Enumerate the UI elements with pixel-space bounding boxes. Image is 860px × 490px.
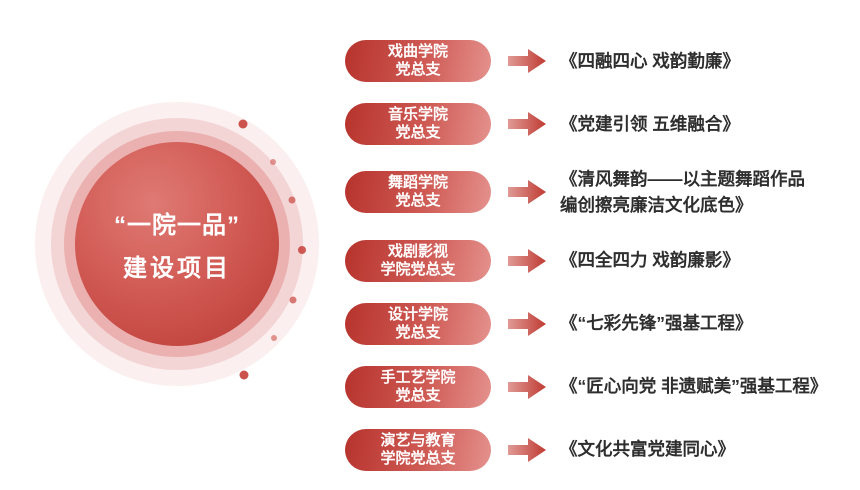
branch-label-line2: 学院党总支 <box>380 449 456 467</box>
project-title: 《四融四心 戏韵勤廉》 <box>560 50 740 71</box>
branch-pill: 舞蹈学院 党总支 <box>345 171 491 214</box>
branch-label-line1: 戏曲学院 <box>387 43 448 60</box>
center-circle-core: “一院一品” 建设项目 <box>75 142 279 346</box>
branch-label-line2: 党总支 <box>395 124 441 141</box>
arrow-right-icon <box>508 112 546 136</box>
branch-pill: 设计学院 党总支 <box>345 302 491 345</box>
arrow-right-icon <box>508 311 546 336</box>
project-row-3: 舞蹈学院 党总支 《清风舞韵——以主题舞蹈作品 编创擦亮廉洁文化底色》 <box>345 166 827 219</box>
project-title: 《“七彩先锋”强基工程》 <box>560 313 753 334</box>
arrow-right-icon <box>508 374 546 399</box>
branch-pill: 音乐学院 党总支 <box>345 103 491 145</box>
branch-label-line1: 演艺与教育 <box>380 431 456 449</box>
branch-pill: 手工艺学院 党总支 <box>345 365 491 408</box>
branch-label-line2: 党总支 <box>395 323 441 341</box>
project-row-5: 设计学院 党总支 《“七彩先锋”强基工程》 <box>345 302 827 345</box>
branch-label-line2: 党总支 <box>395 192 441 210</box>
project-row-2: 音乐学院 党总支 《党建引领 五维融合》 <box>345 103 827 145</box>
arrow-right-icon <box>508 180 546 205</box>
project-row-4: 戏剧影视 学院党总支 《四全四力 戏韵廉影》 <box>345 239 827 282</box>
branch-label-line2: 党总支 <box>395 61 441 78</box>
project-row-1: 戏曲学院 党总支 《四融四心 戏韵勤廉》 <box>345 40 827 82</box>
branch-label-line1: 音乐学院 <box>387 106 448 123</box>
center-title-line1: “一院一品” <box>114 212 240 239</box>
branch-label-line1: 设计学院 <box>387 305 448 323</box>
project-title: 《文化共富党建同心》 <box>560 439 735 460</box>
project-title: 《党建引领 五维融合》 <box>560 113 740 134</box>
branch-pill: 演艺与教育 学院党总支 <box>345 428 491 471</box>
arrow-right-icon <box>508 437 546 462</box>
branch-label-line2: 学院党总支 <box>380 260 456 278</box>
project-row-6: 手工艺学院 党总支 《“匠心向党 非遗赋美”强基工程》 <box>345 365 828 408</box>
branch-label-line1: 戏剧影视 <box>387 242 448 260</box>
branch-label-line1: 手工艺学院 <box>380 368 456 386</box>
branch-label-line2: 党总支 <box>395 386 441 404</box>
project-row-7: 演艺与教育 学院党总支 《文化共富党建同心》 <box>345 428 827 471</box>
arrow-right-icon <box>508 49 546 73</box>
project-rows: 戏曲学院 党总支 《四融四心 戏韵勤廉》 音乐学院 党总支 《党建引领 五维融合… <box>345 40 827 471</box>
branch-pill: 戏曲学院 党总支 <box>345 40 491 82</box>
center-title-line2: 建设项目 <box>123 255 231 282</box>
project-title: 《“匠心向党 非遗赋美”强基工程》 <box>560 376 828 397</box>
arrow-right-icon <box>508 248 546 273</box>
branch-label-line1: 舞蹈学院 <box>387 174 448 192</box>
branch-pill: 戏剧影视 学院党总支 <box>345 239 491 282</box>
project-title: 《四全四力 戏韵廉影》 <box>560 250 740 271</box>
project-title: 《清风舞韵——以主题舞蹈作品 编创擦亮廉洁文化底色》 <box>560 169 805 216</box>
